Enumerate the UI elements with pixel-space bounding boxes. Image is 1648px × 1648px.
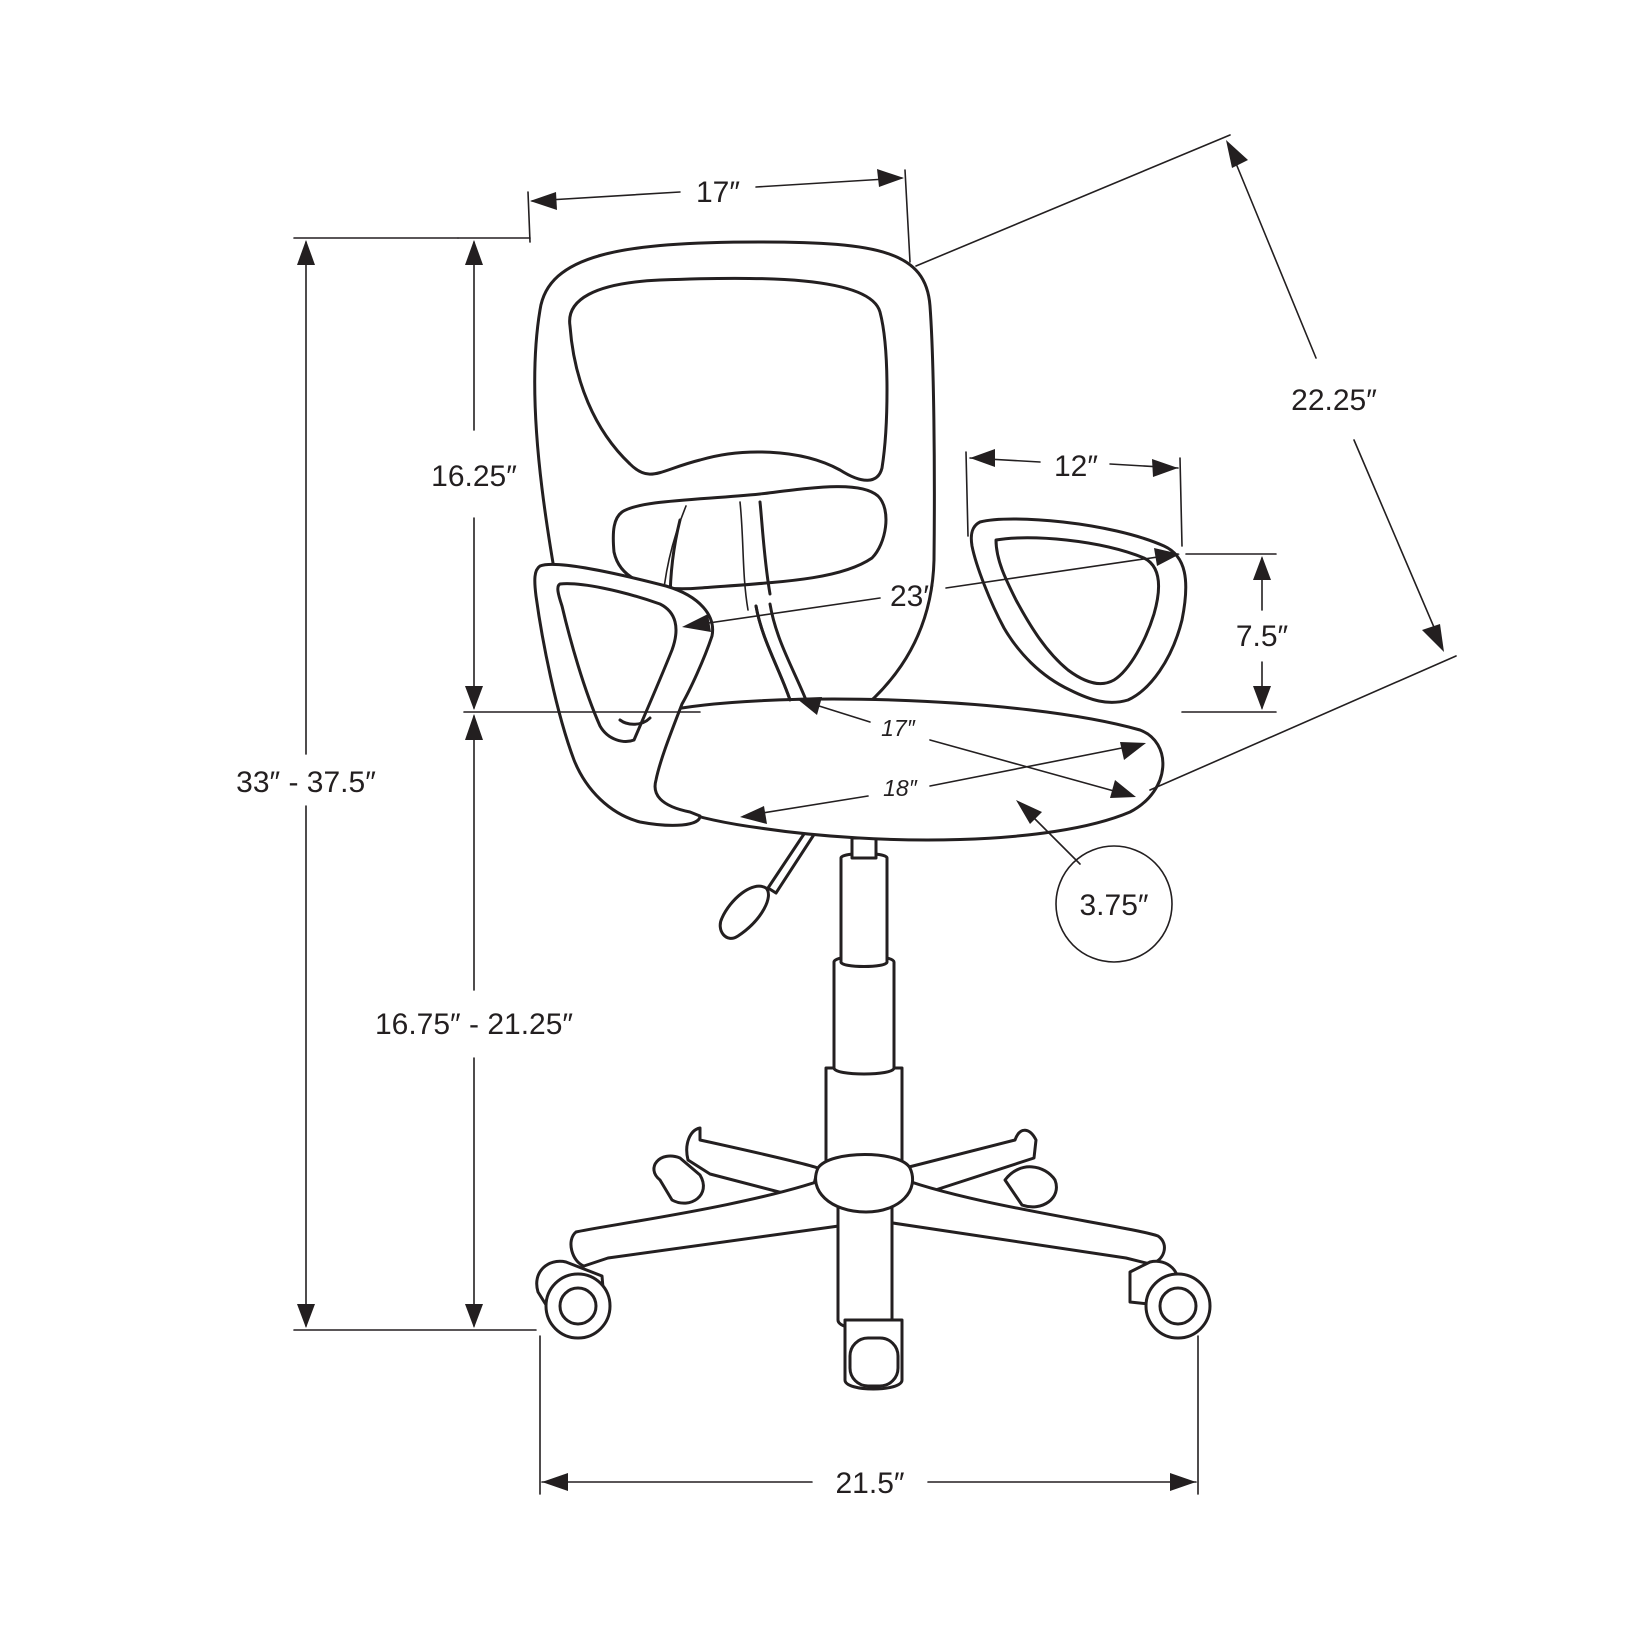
five-star-base	[569, 1126, 1166, 1331]
dim-base-width	[539, 1335, 1199, 1495]
label-seat-depth: 17″	[881, 715, 916, 741]
dim-overall-depth	[915, 134, 1457, 791]
label-overall-height: 33″ - 37.5″	[236, 766, 376, 799]
chair-illustration	[533, 240, 1212, 1391]
label-seat-width: 18″	[883, 775, 918, 801]
label-arm-diagonal: 23″	[890, 580, 934, 613]
front-casters	[535, 1259, 1212, 1391]
dim-arm-height	[1181, 553, 1277, 713]
dim-seat-thickness-callout	[1016, 800, 1173, 963]
label-back-width: 17″	[696, 176, 740, 209]
dim-arm-spacing	[965, 449, 1183, 547]
dim-back-width	[527, 169, 911, 263]
dim-seat-height	[465, 714, 483, 1328]
height-adjust-lever	[718, 826, 817, 940]
label-overall-depth: 22.25″	[1291, 384, 1377, 417]
gas-lift-cylinder	[824, 836, 904, 1181]
dim-overall-height	[293, 237, 537, 1331]
label-back-height: 16.25″	[431, 460, 517, 493]
back-support-bar	[754, 604, 792, 702]
dim-seat-depth	[796, 697, 1136, 798]
dim-back-height	[457, 237, 701, 713]
right-armrest	[969, 517, 1188, 704]
label-arm-height: 7.5″	[1236, 620, 1289, 653]
dimension-lines	[293, 134, 1457, 1495]
label-seat-thickness: 3.75″	[1079, 889, 1148, 922]
rear-casters	[652, 1154, 1058, 1209]
left-armrest	[533, 562, 715, 827]
label-base-width: 21.5″	[835, 1467, 904, 1500]
dimension-labels: 17″ 22.25″ 16.25″ 12″ 23″ 7.5″ 17″ 18″ 3…	[236, 176, 1377, 1500]
dim-arm-diagonal	[682, 548, 1180, 632]
label-arm-spacing: 12″	[1054, 450, 1098, 483]
label-seat-height: 16.75″ - 21.25″	[375, 1008, 573, 1041]
dim-seat-width	[740, 742, 1146, 824]
